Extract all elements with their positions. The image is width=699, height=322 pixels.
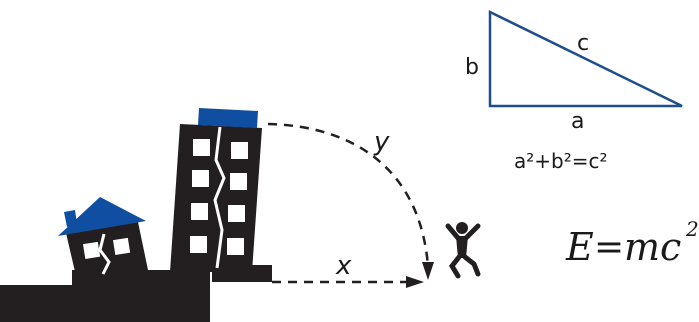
tower-window [192, 170, 209, 187]
triangle-label-c: c [577, 31, 589, 56]
label-x: x [335, 251, 352, 281]
triangle-label-a: a [571, 109, 584, 134]
ground-block [0, 270, 210, 322]
curved-dashed-arrow [267, 122, 430, 267]
person-leg-right [462, 254, 481, 277]
tower-crack [213, 126, 226, 269]
person-body [456, 236, 468, 258]
tower-window [190, 236, 207, 253]
tower-roof [198, 108, 258, 128]
right-triangle [488, 9, 683, 108]
house-window-right [112, 237, 131, 255]
tower-window [191, 203, 208, 220]
house-window-left [82, 241, 101, 259]
house-crack [98, 233, 111, 275]
person-head [456, 222, 468, 234]
equation-e: E [565, 225, 594, 269]
house-roof [58, 197, 146, 236]
tower-window [228, 205, 245, 222]
house-body [66, 222, 148, 276]
person-arm-right [463, 223, 481, 241]
pythagoras-formula: a²+b²=c² [514, 149, 608, 173]
tower-window [230, 173, 247, 190]
tower-window [231, 142, 248, 159]
person-arm-left [445, 223, 461, 241]
house-chimney [64, 210, 77, 227]
equation-equals: = [594, 227, 624, 268]
tilted-tower [170, 108, 272, 282]
person-leg-left [448, 254, 462, 279]
tower-window [193, 139, 210, 156]
tilted-house [58, 197, 148, 276]
tower-window [227, 238, 244, 255]
curved-arrowhead [422, 262, 434, 280]
equation-exponent: 2 [685, 217, 699, 241]
person-figure [445, 222, 481, 279]
label-y: y [373, 127, 390, 157]
triangle-label-b: b [465, 55, 479, 80]
straight-arrowhead [406, 276, 424, 288]
equation-mc: mc [624, 225, 681, 269]
